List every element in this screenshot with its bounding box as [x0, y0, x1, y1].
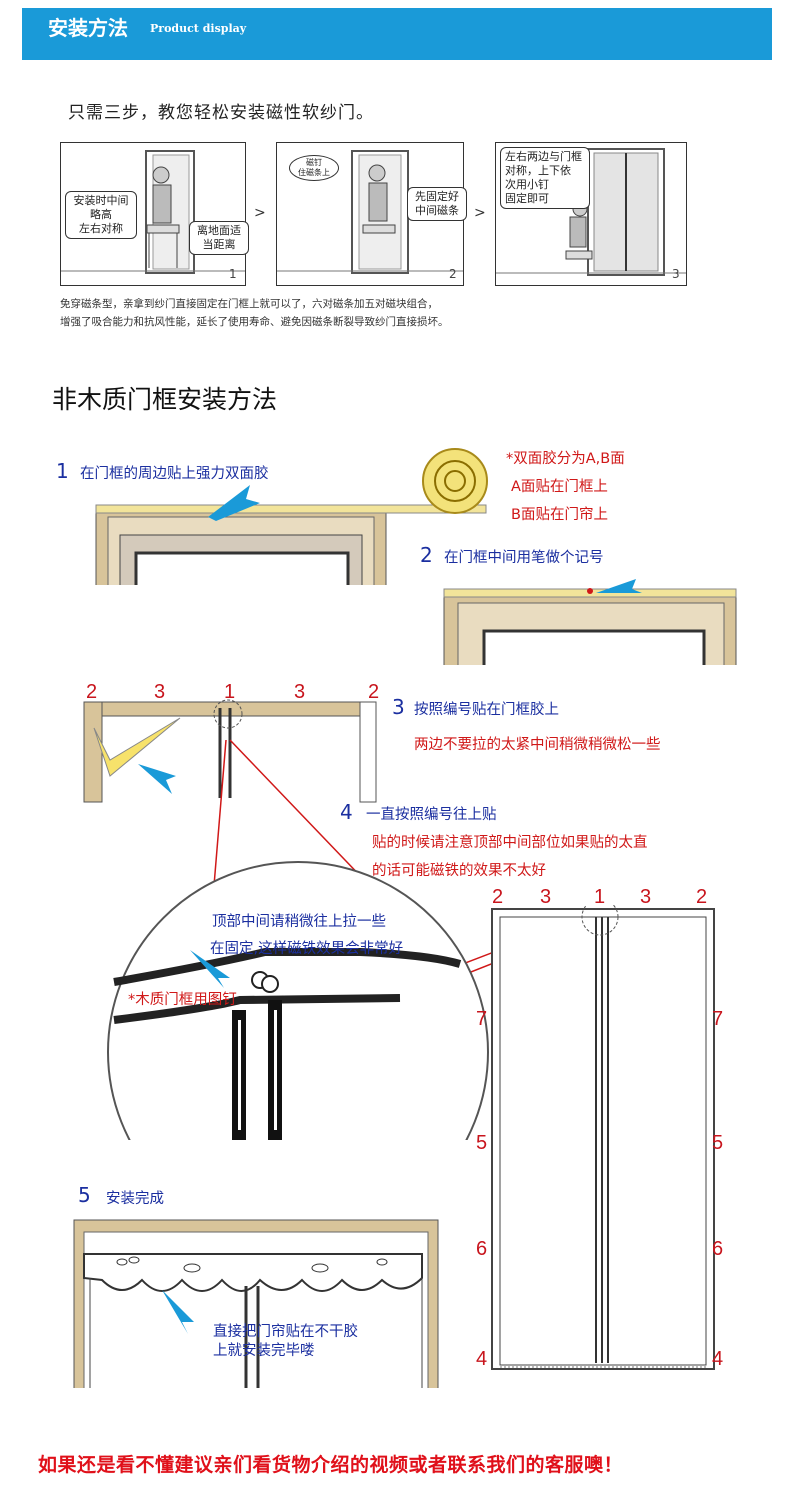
step-3-warning: 两边不要拉的太紧中间稍微稍微松一些: [414, 737, 661, 753]
step-3-number: 3: [392, 695, 405, 719]
door-top-label-2-right: 2: [696, 886, 708, 908]
panel-1-bubble-1: 安装时中间 略高 左右对称: [65, 191, 137, 239]
panel-2-bubble-1: 先固定好 中间磁条: [407, 187, 467, 221]
panel-arrow-2: >: [474, 205, 486, 221]
panel-1-illustration: [61, 150, 245, 274]
door-side-label-5-right: 5: [712, 1132, 724, 1154]
top-label-3-right: 3: [294, 681, 306, 703]
tape-note-2: A面贴在门框上: [511, 479, 608, 495]
step-1-number: 1: [56, 459, 69, 483]
step-2-frame-illustration: [443, 579, 737, 665]
door-top-label-3-left: 3: [540, 886, 552, 908]
top-label-1: 1: [224, 681, 236, 703]
step-4-number: 4: [340, 800, 353, 824]
footer-help-text: 如果还是看不懂建议亲们看货物介绍的视频或者联系我们的客服噢！: [38, 1454, 624, 1476]
door-side-label-5-left: 5: [476, 1132, 488, 1154]
step-1-frame-illustration: [95, 448, 488, 585]
note-line-1: 免穿磁条型，亲拿到纱门直接固定在门框上就可以了，六对磁条加五对磁块组合，: [60, 298, 438, 310]
zoom-text-1: 顶部中间请稍微往上拉一些: [212, 914, 386, 930]
zoom-detail-illustration: [107, 739, 591, 1140]
step-4-warning-1: 贴的时候请注意顶部中间部位如果贴的太直: [372, 835, 648, 851]
panel-3-bubble-1: 左右两边与门框 对称，上下依 次用小钉 固定即可: [500, 147, 590, 209]
panel-2-sign: 磁钉 住磁条上: [289, 155, 339, 181]
step-3-text: 按照编号贴在门框胶上: [414, 702, 559, 718]
section-title: 非木质门框安装方法: [52, 385, 278, 414]
step-5-number: 5: [78, 1183, 91, 1207]
step-5-text: 安装完成: [106, 1191, 164, 1207]
step-panel-2: 磁钉 住磁条上 先固定好 中间磁条 2: [276, 142, 467, 286]
step-3-strip-illustration: [83, 699, 377, 803]
door-side-label-6-right: 6: [712, 1238, 724, 1260]
step-4-warning-2: 的话可能磁铁的效果不太好: [372, 863, 546, 879]
step-4-text: 一直按照编号往上贴: [366, 807, 497, 823]
tape-note-1: *双面胶分为A,B面: [506, 451, 625, 467]
panel-arrow-1: >: [254, 205, 266, 221]
door-side-label-4-left: 4: [476, 1348, 488, 1370]
door-side-label-6-left: 6: [476, 1238, 488, 1260]
note-line-2: 增强了吸合能力和抗风性能，延长了使用寿命、避免因磁条断裂导致纱门直接损坏。: [60, 316, 449, 328]
header-subtitle: Product display: [150, 22, 247, 35]
step-5-desc-1: 直接把门帘贴在不干胶: [213, 1324, 358, 1340]
step-5-finished-illustration: [73, 1219, 439, 1388]
door-top-label-3-right: 3: [640, 886, 652, 908]
panel-2-illustration: [277, 150, 463, 274]
step-1-text: 在门框的周边贴上强力双面胶: [80, 466, 269, 482]
door-diagram: [491, 905, 715, 1370]
door-side-label-7-left: 7: [476, 1008, 488, 1030]
zoom-text-2: 在固定,这样磁铁效果会非常好: [210, 941, 404, 957]
intro-text: 只需三步，教您轻松安装磁性软纱门。: [68, 103, 374, 123]
panel-2-number: 2: [449, 267, 457, 281]
header-banner: [22, 8, 772, 60]
panel-3-number: 3: [672, 267, 680, 281]
top-label-2-left: 2: [86, 681, 98, 703]
top-label-2-right: 2: [368, 681, 380, 703]
step-panel-1: 安装时中间 略高 左右对称 离地面适 当距离 1: [60, 142, 249, 286]
tape-note-3: B面贴在门帘上: [511, 507, 608, 523]
top-label-3-left: 3: [154, 681, 166, 703]
step-panel-3: 左右两边与门框 对称，上下依 次用小钉 固定即可 3: [495, 142, 687, 286]
panel-1-number: 1: [229, 267, 237, 281]
panel-1-bubble-2: 离地面适 当距离: [189, 221, 249, 255]
door-top-label-1: 1: [594, 886, 606, 908]
zoom-wood-note: *木质门框用图钉: [128, 992, 237, 1008]
door-side-label-4-right: 4: [712, 1348, 724, 1370]
step-2-text: 在门框中间用笔做个记号: [444, 550, 604, 566]
step-5-desc-2: 上就安装完毕喽: [213, 1343, 315, 1359]
step-2-number: 2: [420, 543, 433, 567]
header-title: 安装方法: [48, 16, 128, 40]
door-top-label-2-left: 2: [492, 886, 504, 908]
door-side-label-7-right: 7: [712, 1008, 724, 1030]
